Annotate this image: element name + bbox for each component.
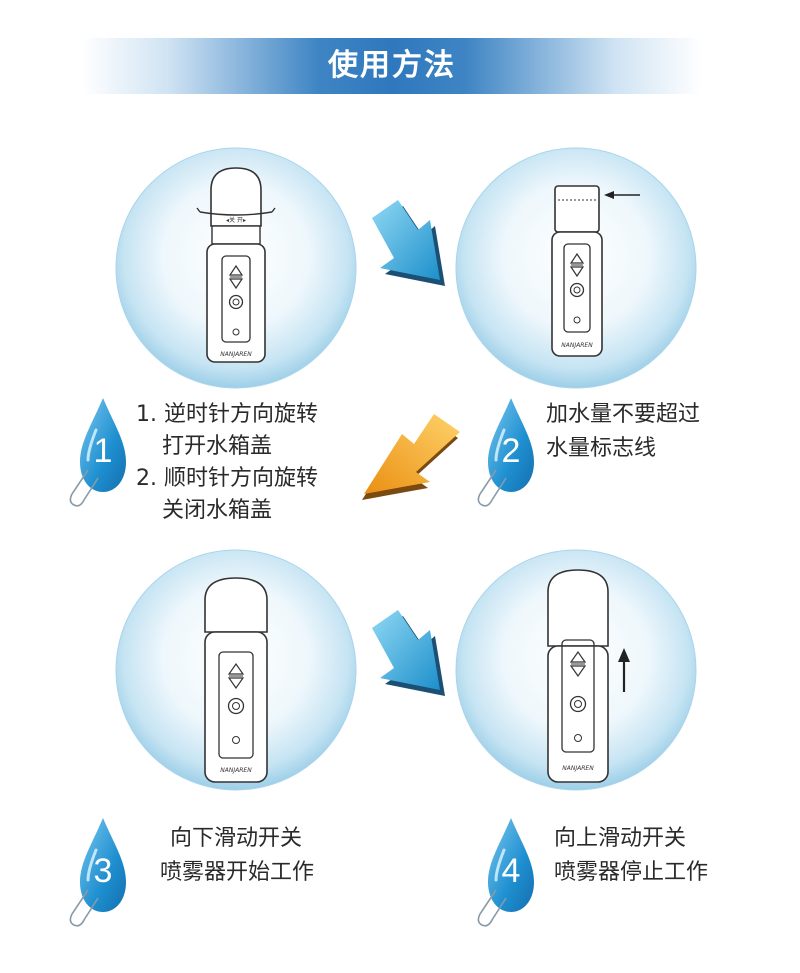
svg-text:NANJAREN: NANJAREN bbox=[220, 767, 252, 774]
step-3-line-1: 向下滑动开关 bbox=[170, 826, 303, 851]
water-drop-icon bbox=[80, 398, 126, 492]
step1-circle: ◂关 开▸ NANJAREN bbox=[115, 147, 357, 389]
step2-circle: NANJAREN bbox=[455, 147, 697, 389]
arrow-down-left-icon bbox=[362, 414, 460, 500]
water-drop-icon bbox=[488, 398, 534, 492]
step-1-number: 1 bbox=[93, 432, 113, 470]
step-2-number: 2 bbox=[501, 432, 521, 470]
step-3-number: 3 bbox=[93, 852, 113, 890]
title-banner: 使用方法 bbox=[82, 38, 702, 94]
svg-text:NANJAREN: NANJAREN bbox=[562, 765, 594, 772]
paperclip-icon bbox=[69, 469, 99, 507]
step-2-line-2: 水量标志线 bbox=[546, 436, 657, 461]
svg-text:◂关 开▸: ◂关 开▸ bbox=[226, 216, 246, 224]
step-2-line-1: 加水量不要超过 bbox=[546, 402, 701, 427]
up-arrow-icon bbox=[618, 648, 630, 692]
paperclip-icon bbox=[477, 469, 507, 507]
step-4-number: 4 bbox=[501, 852, 521, 890]
svg-text:NANJAREN: NANJAREN bbox=[561, 342, 593, 349]
svg-text:NANJAREN: NANJAREN bbox=[220, 351, 252, 358]
water-drop-icon bbox=[80, 818, 126, 912]
step-4-line-2: 喷雾器停止工作 bbox=[554, 860, 709, 885]
step-1-line-3: 2. 顺时针方向旋转 bbox=[136, 466, 318, 491]
step-1-line-1: 1. 逆时针方向旋转 bbox=[136, 402, 318, 427]
arrow-down-right-icon bbox=[372, 610, 445, 696]
page-title: 使用方法 bbox=[328, 48, 456, 83]
paperclip-icon bbox=[69, 889, 99, 927]
step-1-line-2: 打开水箱盖 bbox=[162, 434, 273, 459]
step4-circle: NANJAREN bbox=[455, 549, 697, 791]
paperclip-icon bbox=[477, 889, 507, 927]
water-drop-icon bbox=[488, 818, 534, 912]
step-4-line-1: 向上滑动开关 bbox=[554, 826, 687, 851]
step-1-line-4: 关闭水箱盖 bbox=[162, 498, 273, 523]
step3-circle: ◂关 开▸ NANJAREN bbox=[115, 549, 357, 791]
arrow-down-right-icon bbox=[372, 200, 445, 286]
step-3-line-2: 喷雾器开始工作 bbox=[160, 860, 315, 885]
